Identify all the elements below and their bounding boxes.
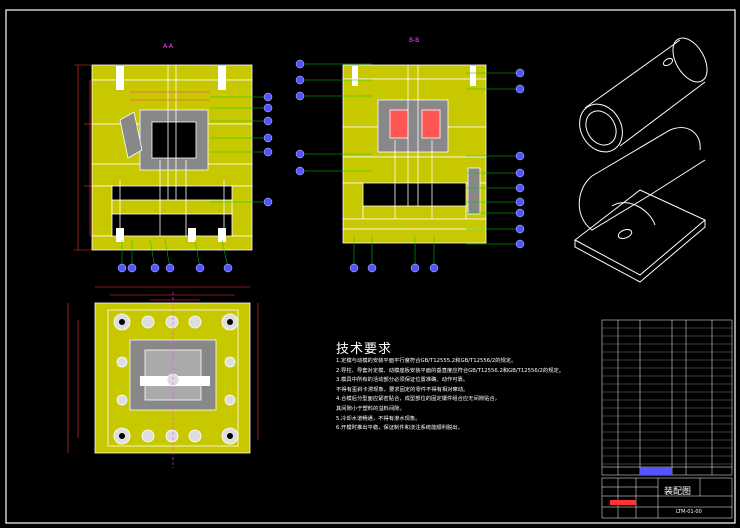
part-isometric-tube <box>579 37 708 153</box>
bom-table <box>601 319 733 476</box>
side-view-b <box>342 64 487 244</box>
notes-line: 4.合模后分型面应紧密贴合，成型部位的固定镶件组合应无间隙贴合， <box>336 396 500 403</box>
section-label-a: A-A <box>163 43 174 50</box>
notes-line: 其间隙小于塑料的溢料间隙。 <box>336 405 405 412</box>
notes-line: 2.导柱、导套对定模、动模座板安装平面的垂直度应符合GB/T12556.2和GB… <box>336 367 565 374</box>
drawing-number: LTM-01-00 <box>676 509 702 515</box>
top-view-dimensions <box>67 286 259 468</box>
drawing-frame <box>5 9 736 524</box>
notes-line: 1.定模与动模的安装平面平行度符合GB/T12555.2和GB/T12556/2… <box>336 358 517 364</box>
front-view-balloons <box>117 92 273 273</box>
technical-requirements: 技术要求 1.定模与动模的安装平面平行度符合GB/T12555.2和GB/T12… <box>336 338 596 434</box>
title-block <box>601 477 733 519</box>
notes-line: 3.模具中所有的活动部分必须保证位置准确、动作可靠。 <box>336 377 469 384</box>
notes-line: 不得有歪斜卡滞现象，要求固定的零件不得有相对窜动。 <box>336 386 469 393</box>
top-view <box>94 302 251 454</box>
notes-title: 技术要求 <box>336 342 393 357</box>
part-isometric-bracket <box>574 127 706 283</box>
section-label-b: B-B <box>409 37 419 44</box>
notes-line: 6.开模时推出平稳，保证制件和浇注系统能顺利脱出。 <box>336 425 463 432</box>
front-view-dimensions <box>74 64 92 251</box>
front-view-a <box>91 64 253 251</box>
notes-line: 5.冷却水道畅通，不得有渗水现象。 <box>336 415 421 422</box>
side-view-balloons <box>295 59 525 273</box>
drawing-title: 装配图 <box>664 487 692 497</box>
